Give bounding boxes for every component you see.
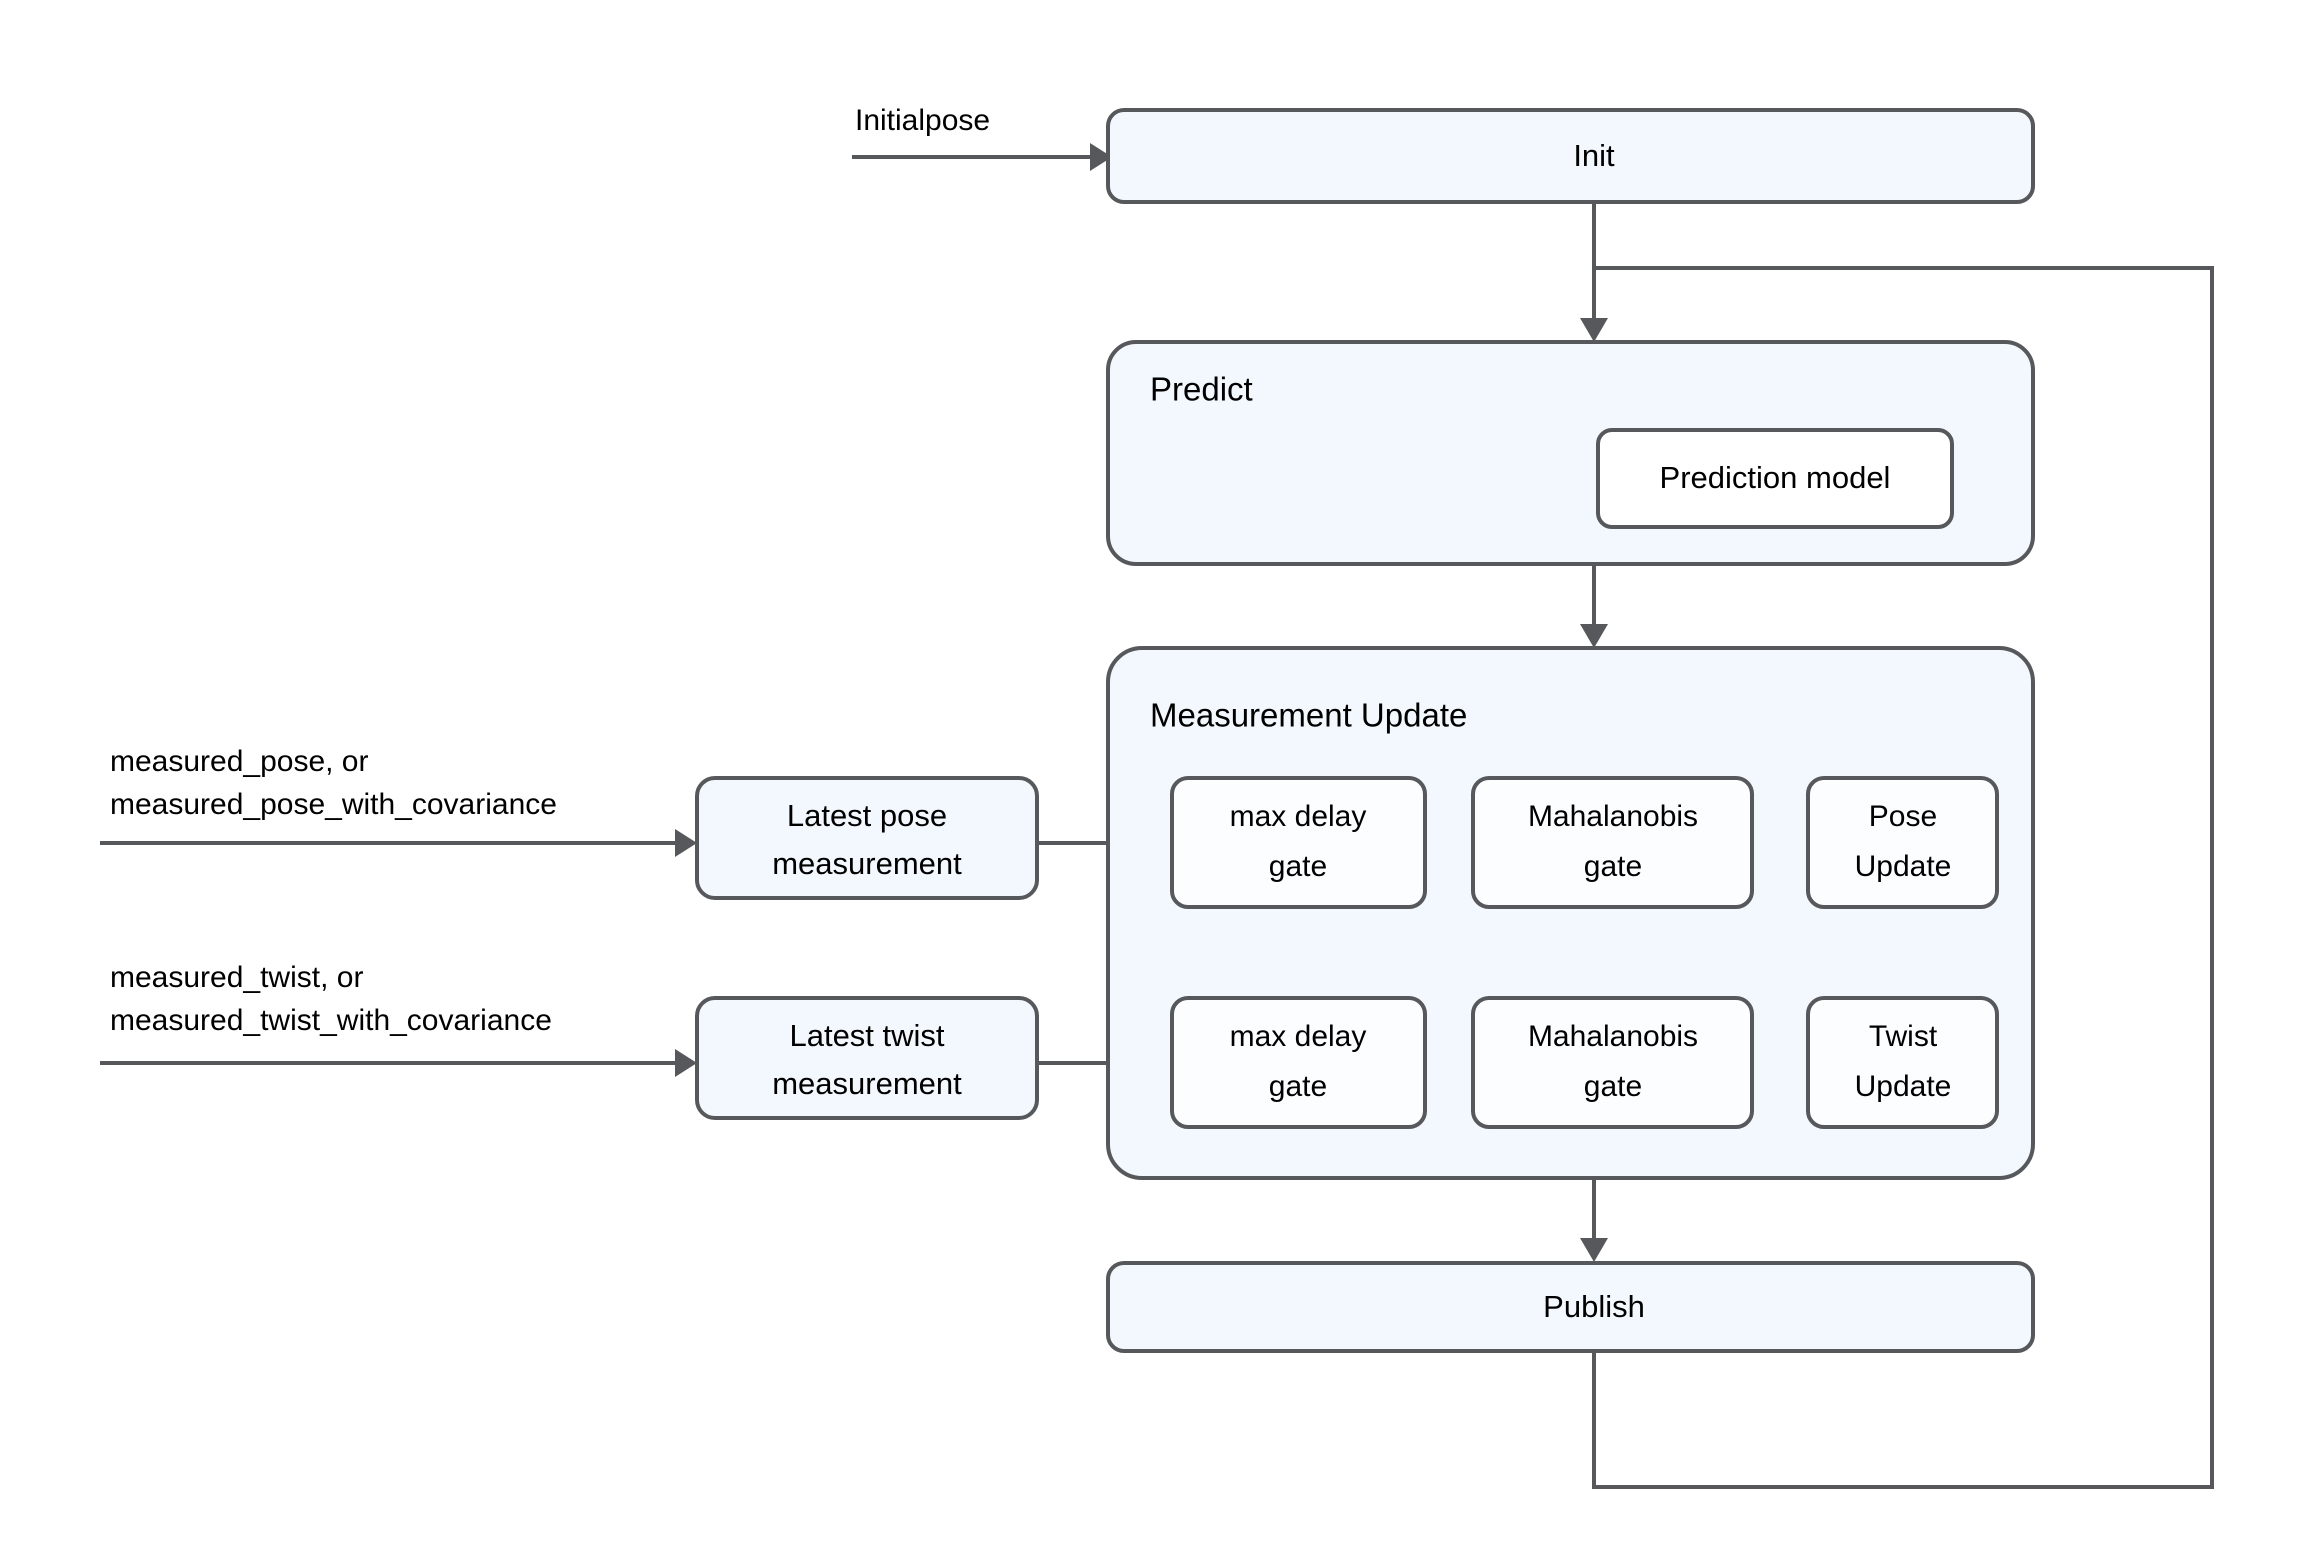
pose-max-delay-gate-label-line2: gate	[1269, 850, 1327, 883]
pose-max-delay-gate-box[interactable]	[1170, 776, 1427, 909]
prediction-model-box[interactable]	[1596, 428, 1954, 529]
latest-twist-measurement-label-line1: Latest twist	[789, 1018, 944, 1053]
predict-label: Predict	[1150, 371, 1253, 408]
node-predict-container[interactable]: Predict Prediction model	[1106, 340, 2035, 566]
edge-initialpose-to-init	[852, 143, 1112, 171]
measurement-update-label: Measurement Update	[1150, 697, 1467, 734]
node-twist-update[interactable]: Twist Update	[1806, 996, 1999, 1129]
twist-mahalanobis-gate-label-line1: Mahalanobis	[1528, 1020, 1698, 1053]
pose-mahalanobis-gate-label-line2: gate	[1584, 850, 1642, 883]
latest-pose-measurement-box[interactable]	[695, 776, 1039, 900]
edge-measurement-update-to-publish	[1580, 1178, 1608, 1262]
pose-mahalanobis-gate-box[interactable]	[1471, 776, 1754, 909]
pose-update-label-line2: Update	[1855, 850, 1952, 883]
init-label: Init	[1573, 138, 1615, 173]
latest-twist-measurement-label-line2: measurement	[772, 1066, 962, 1101]
node-publish[interactable]: Publish	[1106, 1261, 2035, 1353]
node-measurement-update-container[interactable]: Measurement Update max delay gate Mahala…	[1106, 646, 2035, 1180]
edge-measured-twist-to-latest-twist	[100, 1049, 697, 1077]
edge-measured-pose-to-latest-pose	[100, 829, 697, 857]
twist-update-label-line1: Twist	[1869, 1020, 1938, 1053]
edge-label-measured-pose-line1: measured_pose, or	[110, 745, 369, 778]
publish-box[interactable]	[1106, 1261, 2035, 1353]
twist-max-delay-gate-label-line1: max delay	[1230, 1020, 1367, 1053]
twist-update-box[interactable]	[1806, 996, 1999, 1129]
twist-mahalanobis-gate-label-line2: gate	[1584, 1070, 1642, 1103]
node-pose-max-delay-gate[interactable]: max delay gate	[1170, 776, 1427, 909]
node-latest-pose-measurement[interactable]: Latest pose measurement	[695, 776, 1039, 900]
edge-label-measured-twist-line2: measured_twist_with_covariance	[110, 1004, 552, 1037]
latest-twist-measurement-box[interactable]	[695, 996, 1039, 1120]
twist-mahalanobis-gate-box[interactable]	[1471, 996, 1754, 1129]
node-init[interactable]: Init	[1106, 108, 2035, 204]
pose-mahalanobis-gate-label-line1: Mahalanobis	[1528, 800, 1698, 833]
node-prediction-model[interactable]: Prediction model	[1596, 428, 1954, 529]
publish-label: Publish	[1543, 1289, 1645, 1324]
edge-predict-to-measurement-update	[1580, 565, 1608, 648]
twist-max-delay-gate-label-line2: gate	[1269, 1070, 1327, 1103]
node-twist-max-delay-gate[interactable]: max delay gate	[1170, 996, 1427, 1129]
prediction-model-label: Prediction model	[1660, 460, 1891, 495]
edge-init-to-predict	[1580, 201, 1608, 342]
latest-pose-measurement-label-line1: Latest pose	[787, 798, 947, 833]
node-latest-twist-measurement[interactable]: Latest twist measurement	[695, 996, 1039, 1120]
twist-update-label-line2: Update	[1855, 1070, 1952, 1103]
node-pose-mahalanobis-gate[interactable]: Mahalanobis gate	[1471, 776, 1754, 909]
edge-label-initialpose: Initialpose	[855, 104, 990, 137]
edge-feedback-loop	[1592, 266, 2214, 1489]
pose-update-box[interactable]	[1806, 776, 1999, 909]
node-twist-mahalanobis-gate[interactable]: Mahalanobis gate	[1471, 996, 1754, 1129]
pose-update-label-line1: Pose	[1869, 800, 1937, 833]
twist-max-delay-gate-box[interactable]	[1170, 996, 1427, 1129]
latest-pose-measurement-label-line2: measurement	[772, 846, 962, 881]
edge-label-measured-pose-line2: measured_pose_with_covariance	[110, 788, 557, 821]
node-pose-update[interactable]: Pose Update	[1806, 776, 1999, 909]
pose-max-delay-gate-label-line1: max delay	[1230, 800, 1367, 833]
init-box[interactable]	[1106, 108, 2035, 204]
edge-label-measured-twist-line1: measured_twist, or	[110, 961, 363, 994]
